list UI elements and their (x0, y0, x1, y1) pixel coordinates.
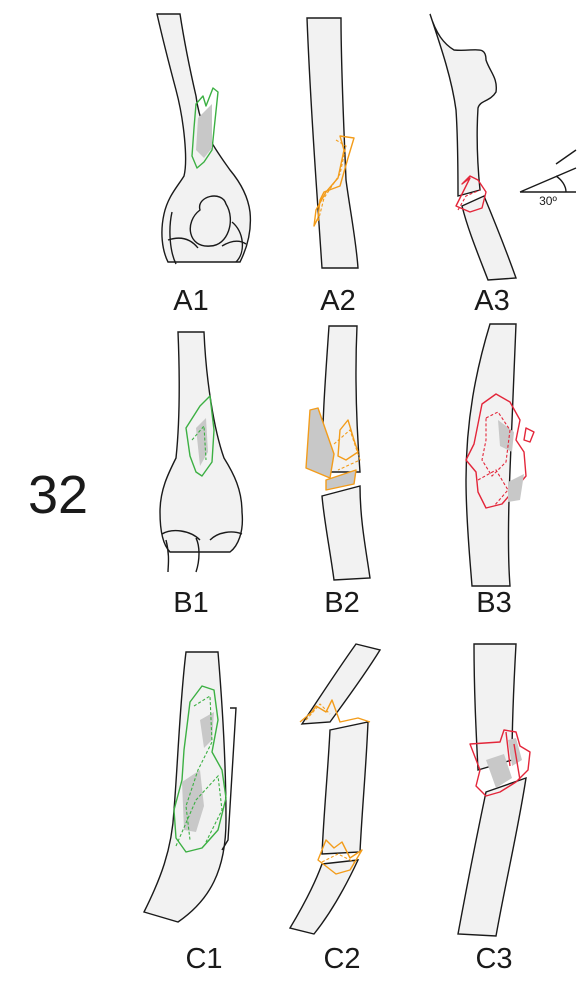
b3-femur-shaft (466, 324, 516, 586)
panel-b1-drawing (160, 332, 242, 572)
c3-distal-fragment (458, 778, 526, 936)
panel-c1-drawing (144, 652, 236, 922)
angle-symbol (520, 168, 576, 192)
group-number: 32 (28, 465, 88, 525)
panel-label-b2: B2 (324, 587, 359, 619)
panel-a1-drawing (157, 14, 250, 264)
panel-label-a1: A1 (173, 285, 208, 317)
panel-a3-drawing: 30º (430, 14, 576, 280)
panel-label-b1: B1 (173, 587, 208, 619)
angle-label: 30º (539, 194, 557, 208)
panel-b2-drawing (306, 326, 370, 580)
panel-label-a3: A3 (474, 285, 509, 317)
b2-distal-fragment (322, 486, 370, 580)
panel-c3-drawing (458, 644, 530, 936)
c3-proximal-fragment (474, 644, 516, 770)
panel-label-c3: C3 (475, 943, 512, 975)
a3-distal-fragment (462, 196, 516, 280)
panel-label-a2: A2 (320, 285, 355, 317)
a2-femur-shaft (307, 18, 358, 268)
panel-c2-drawing (290, 644, 380, 934)
panel-label-c2: C2 (323, 943, 360, 975)
c2-middle-fragment (322, 722, 368, 854)
panel-b3-drawing (466, 324, 534, 586)
panel-label-b3: B3 (476, 587, 511, 619)
a3-proximal-fragment (430, 14, 496, 196)
panel-label-c1: C1 (185, 943, 222, 975)
panel-a2-drawing (307, 18, 358, 268)
